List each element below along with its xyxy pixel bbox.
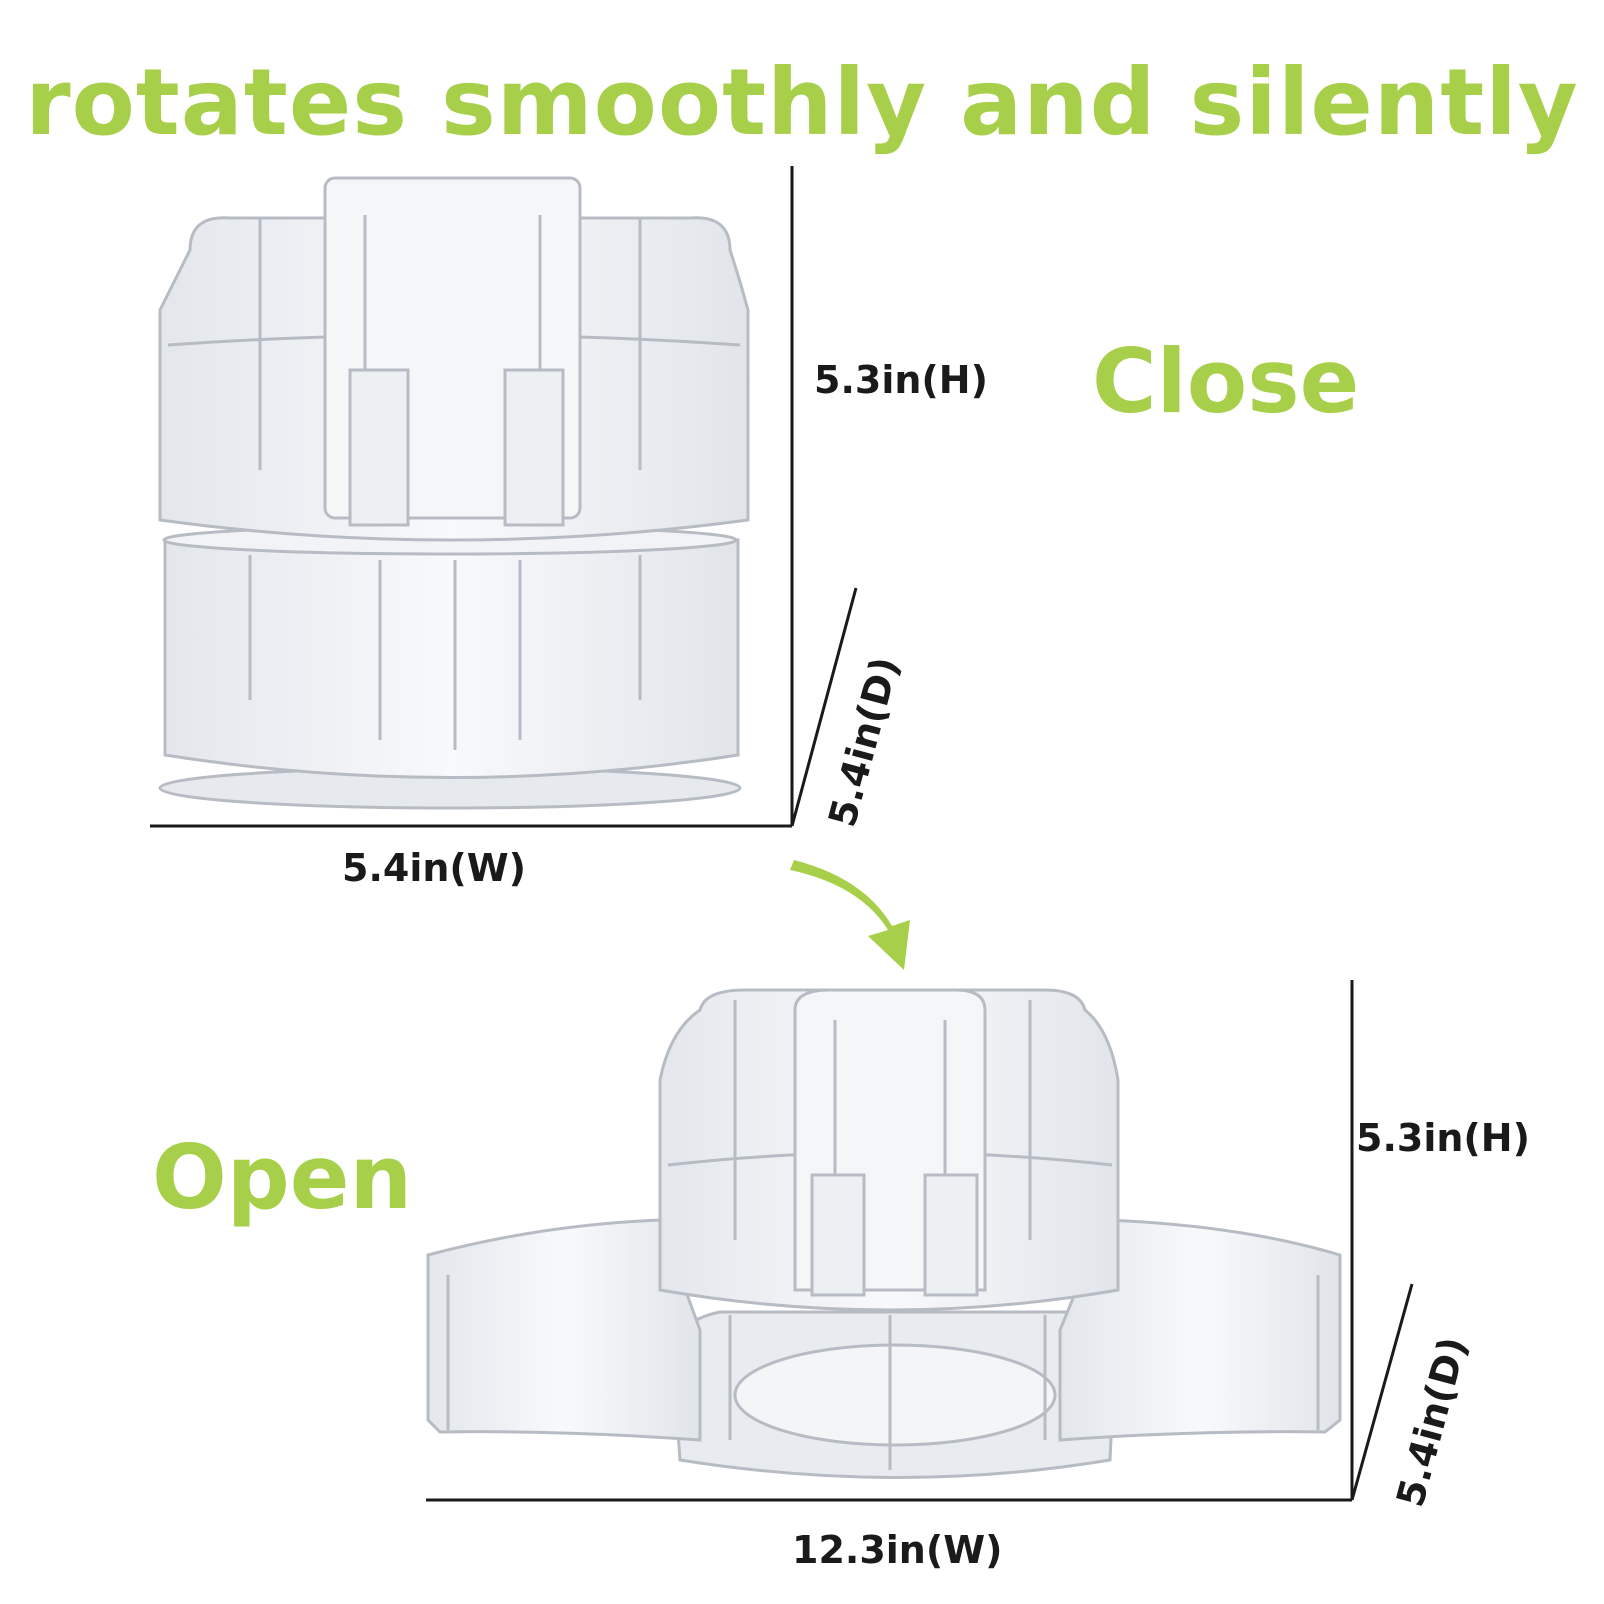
closed-organizer-image (158, 176, 750, 810)
open-dimension-lines (426, 980, 1414, 1502)
close-height-label: 5.3in(H) (814, 358, 988, 402)
open-label: Open (152, 1126, 413, 1229)
headline: rotates smoothly and silently (25, 49, 1579, 156)
open-width-label: 12.3in(W) (792, 1528, 1003, 1572)
open-organizer-image (426, 988, 1342, 1479)
closed-dimension-lines (150, 166, 858, 828)
curved-arrow-down-right-icon (790, 860, 910, 970)
open-height-label: 5.3in(H) (1356, 1116, 1530, 1160)
close-label: Close (1092, 330, 1360, 433)
close-width-label: 5.4in(W) (342, 846, 527, 890)
